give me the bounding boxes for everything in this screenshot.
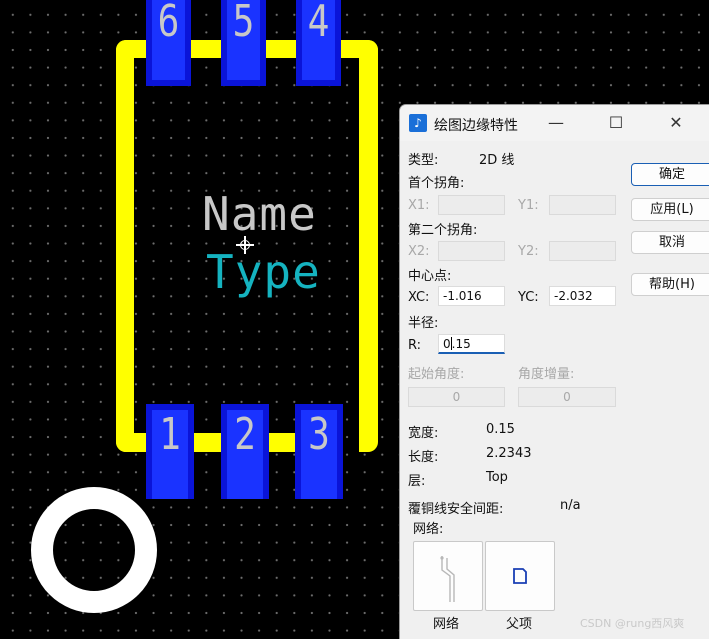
angle-increment-label: 角度增量: bbox=[518, 367, 575, 382]
center-label: 中心点: bbox=[408, 269, 452, 284]
mounting-hole[interactable] bbox=[31, 487, 157, 613]
layer-value: Top bbox=[486, 470, 508, 485]
parent-object-icon bbox=[513, 568, 527, 584]
pad-copper bbox=[152, 410, 188, 499]
close-icon[interactable]: ✕ bbox=[669, 113, 683, 132]
outline-top-segment-b bbox=[266, 40, 296, 58]
angle-increment-field: 0 bbox=[518, 387, 616, 407]
type-label: 类型: bbox=[408, 153, 439, 168]
watermark: CSDN @rung西风爽 bbox=[580, 617, 685, 630]
r-label: R: bbox=[408, 338, 422, 353]
app-icon: ♪ bbox=[409, 114, 427, 132]
pad-bottom-3[interactable]: 3 bbox=[295, 404, 343, 499]
pin-number: 5 bbox=[232, 0, 255, 47]
dialog-titlebar[interactable]: ♪ 绘图边缘特性 — ☐ ✕ bbox=[400, 105, 709, 141]
y2-label: Y2: bbox=[518, 244, 539, 259]
minimize-icon[interactable]: — bbox=[548, 113, 564, 132]
layer-label: 层: bbox=[408, 474, 426, 489]
outline-bottom-left-corner bbox=[116, 433, 148, 452]
y1-field bbox=[549, 195, 616, 215]
outline-right-edge bbox=[359, 40, 378, 452]
pad-copper bbox=[301, 410, 337, 499]
x1-field bbox=[438, 195, 505, 215]
xc-input[interactable]: -1.016 bbox=[438, 286, 505, 306]
dialog-title: 绘图边缘特性 bbox=[434, 118, 518, 134]
pad-bottom-1[interactable]: 1 bbox=[146, 404, 194, 499]
pin-number: 4 bbox=[307, 0, 330, 47]
pad-copper bbox=[152, 0, 185, 80]
net-icon bbox=[440, 556, 455, 602]
width-value: 0.15 bbox=[486, 422, 515, 437]
outline-left-edge bbox=[116, 40, 134, 452]
parent-button[interactable] bbox=[485, 541, 555, 611]
y2-field bbox=[549, 241, 616, 261]
outline-bottom-segment-a bbox=[192, 433, 222, 452]
apply-button[interactable]: 应用(L) bbox=[631, 198, 709, 221]
copper-clearance-label: 覆铜线安全间距: bbox=[408, 502, 504, 517]
text-caret bbox=[450, 337, 452, 350]
silk-type-text[interactable]: Type bbox=[206, 245, 321, 299]
length-value: 2.2343 bbox=[486, 446, 532, 461]
x2-label: X2: bbox=[408, 244, 430, 259]
pad-top-1[interactable]: 6 bbox=[146, 0, 191, 86]
pin-number: 1 bbox=[159, 409, 181, 460]
yc-input[interactable]: -2.032 bbox=[549, 286, 616, 306]
parent-button-label: 父项 bbox=[506, 617, 533, 632]
radius-input[interactable]: 0.15 bbox=[438, 334, 505, 354]
x1-label: X1: bbox=[408, 198, 430, 213]
width-label: 宽度: bbox=[408, 426, 439, 441]
copper-clearance-value: n/a bbox=[560, 498, 581, 513]
pad-top-2[interactable]: 5 bbox=[221, 0, 266, 86]
pin-number: 2 bbox=[234, 409, 256, 460]
y1-label: Y1: bbox=[518, 198, 539, 213]
yc-label: YC: bbox=[518, 290, 539, 305]
outline-bottom-segment-b bbox=[266, 433, 296, 452]
start-angle-label: 起始角度: bbox=[408, 367, 465, 382]
origin-marker-icon bbox=[236, 236, 254, 254]
cancel-button[interactable]: 取消 bbox=[631, 231, 709, 254]
net-label: 网络: bbox=[413, 522, 444, 537]
pad-top-3[interactable]: 4 bbox=[296, 0, 341, 86]
pad-bottom-2[interactable]: 2 bbox=[221, 404, 269, 499]
start-angle-field: 0 bbox=[408, 387, 505, 407]
length-label: 长度: bbox=[408, 450, 439, 465]
outline-top-segment-a bbox=[190, 40, 222, 58]
pad-copper bbox=[302, 0, 335, 80]
pin-number: 3 bbox=[308, 409, 330, 460]
first-corner-label: 首个拐角: bbox=[408, 176, 465, 191]
help-button[interactable]: 帮助(H) bbox=[631, 273, 709, 296]
net-button[interactable] bbox=[413, 541, 483, 611]
radius-label: 半径: bbox=[408, 316, 439, 331]
maximize-icon[interactable]: ☐ bbox=[608, 113, 624, 132]
radius-value-start: 0 bbox=[443, 337, 451, 351]
ok-button[interactable]: 确定 bbox=[631, 163, 709, 186]
x2-field bbox=[438, 241, 505, 261]
pad-copper bbox=[227, 410, 263, 499]
pin-number: 6 bbox=[157, 0, 180, 47]
second-corner-label: 第二个拐角: bbox=[408, 223, 478, 238]
net-button-label: 网络 bbox=[433, 617, 460, 632]
silk-name-text[interactable]: Name bbox=[202, 187, 317, 241]
drawing-edge-properties-dialog: ♪ 绘图边缘特性 — ☐ ✕ 类型: 2D 线 首个拐角: X1: Y1: 第二… bbox=[399, 104, 709, 639]
xc-label: XC: bbox=[408, 290, 430, 305]
type-value: 2D 线 bbox=[479, 153, 515, 168]
radius-value-end: .15 bbox=[451, 337, 471, 351]
pad-copper bbox=[227, 0, 260, 80]
